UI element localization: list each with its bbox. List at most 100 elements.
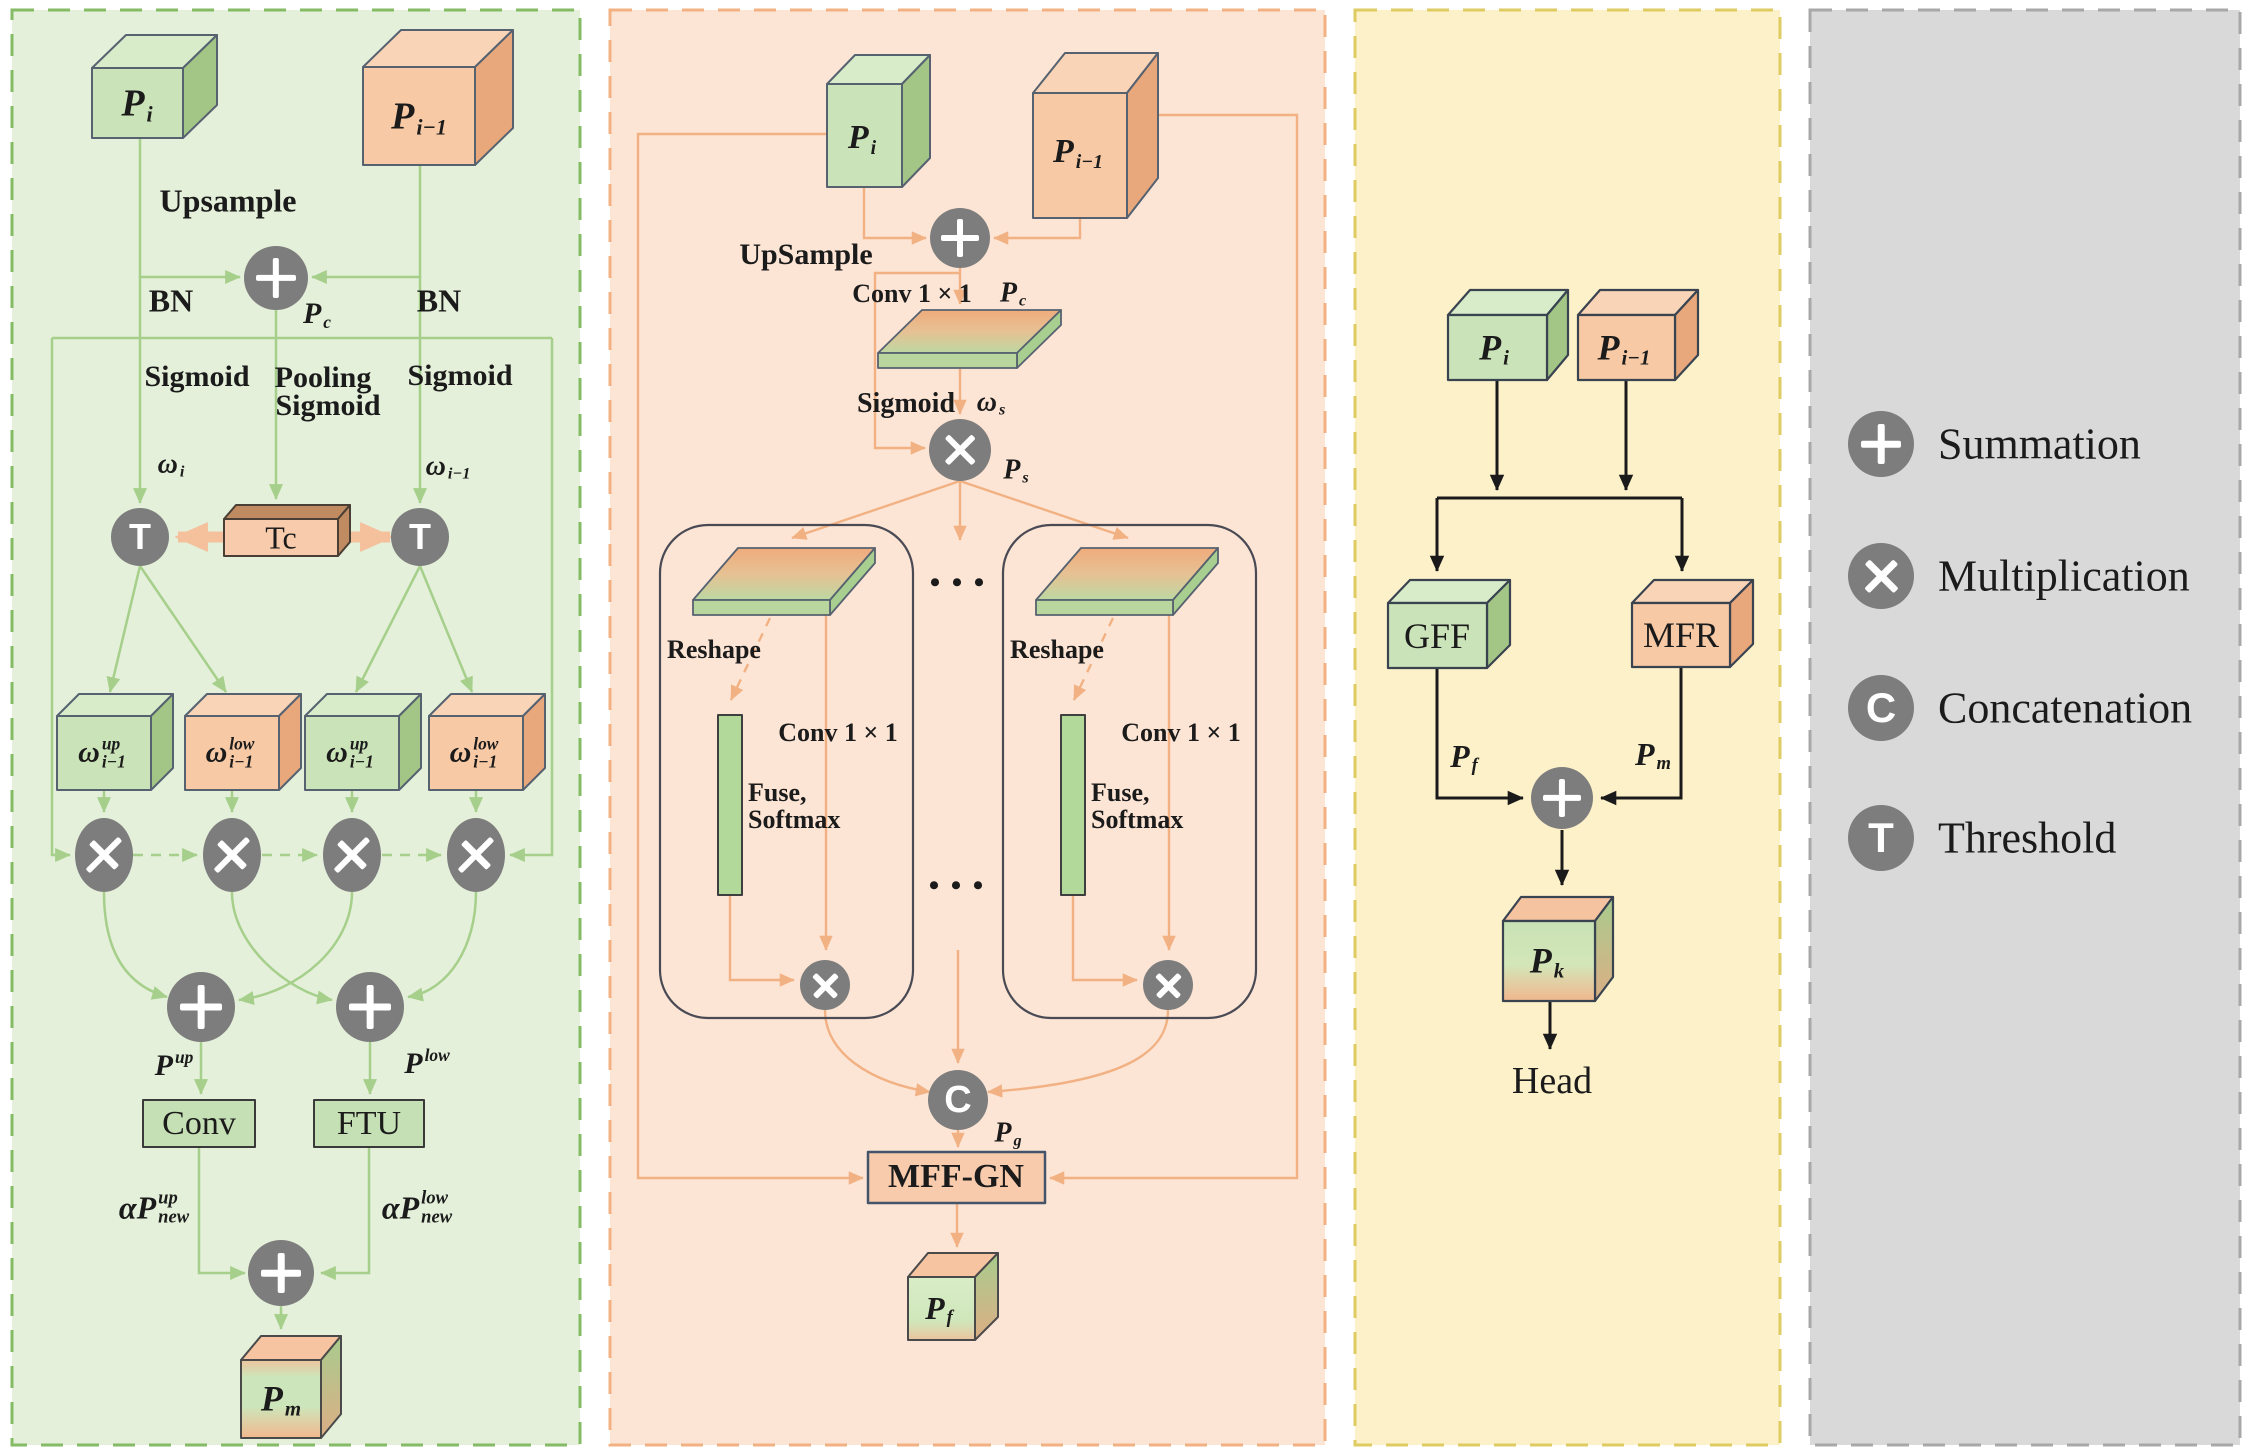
group2-slab bbox=[1035, 547, 1219, 616]
summation-icon bbox=[248, 1240, 314, 1306]
upsample-label-mfr: UpSample bbox=[739, 238, 873, 271]
threshold-icon: T bbox=[391, 508, 449, 566]
omega-low-cube-2 bbox=[428, 693, 546, 791]
gff-pi1-cube bbox=[362, 29, 514, 166]
group2-softmax-label: Softmax bbox=[1091, 805, 1184, 834]
gff-box bbox=[1386, 578, 1512, 670]
mfr-pi-cube bbox=[826, 54, 931, 188]
group1-conv1x1-label: Conv 1 × 1 bbox=[778, 718, 898, 747]
summation-icon bbox=[930, 208, 990, 268]
sigmoid-label-mfr: Sigmoid bbox=[856, 388, 956, 419]
summation-icon bbox=[1848, 411, 1914, 477]
attention-group-2 bbox=[1001, 523, 1258, 1020]
multiplication-icon bbox=[323, 818, 381, 892]
mfr-pi1-cube bbox=[1032, 52, 1159, 219]
summation-icon bbox=[1531, 767, 1593, 829]
concatenation-icon: C bbox=[1848, 675, 1914, 741]
sigmoid-left-label: Sigmoid bbox=[144, 360, 250, 393]
conv-box-label: Conv bbox=[162, 1105, 236, 1142]
sigmoid-right-label: Sigmoid bbox=[407, 359, 513, 392]
head-pi1-box bbox=[1576, 288, 1700, 382]
ftu-box bbox=[313, 1099, 425, 1148]
attention-group-1 bbox=[658, 523, 915, 1020]
mfr-lines bbox=[636, 113, 1299, 1248]
group2-fuse-label: Fuse, bbox=[1091, 778, 1150, 807]
mfr-box bbox=[1630, 578, 1755, 669]
group1-fuse-label: Fuse, bbox=[748, 778, 807, 807]
group1-softmax-label: Softmax bbox=[748, 805, 841, 834]
summation-icon bbox=[244, 246, 308, 310]
mfr-shapes bbox=[658, 52, 1258, 1341]
legend-multiplication-label: Multiplication bbox=[1938, 551, 2190, 601]
tc-bar bbox=[223, 504, 351, 557]
bn-left-label: BN bbox=[148, 282, 194, 319]
mff-gn-box bbox=[866, 1150, 1047, 1205]
head-shapes bbox=[1386, 288, 1755, 1003]
pooling-sigmoid-label: Sigmoid bbox=[275, 389, 381, 422]
pooling-label: Pooling bbox=[274, 361, 372, 394]
summation-icon bbox=[336, 972, 404, 1042]
omega-up-cube-2 bbox=[304, 693, 422, 791]
threshold-icon: T bbox=[111, 508, 169, 566]
legend-summation-label: Summation bbox=[1938, 419, 2141, 469]
conv-box bbox=[142, 1099, 256, 1148]
tc-label: Tc bbox=[265, 519, 297, 556]
multiplication-icon bbox=[203, 818, 261, 892]
head-lines bbox=[1429, 380, 1690, 1050]
group2-conv1x1-label: Conv 1 × 1 bbox=[1121, 718, 1241, 747]
ftu-box-label: FTU bbox=[336, 1105, 402, 1142]
omega-low-cube-1 bbox=[184, 693, 302, 791]
gff-lines bbox=[50, 138, 554, 1330]
group1-vector-bar bbox=[717, 714, 743, 896]
threshold-icon: T bbox=[1848, 805, 1914, 871]
gff-box-label: GFF bbox=[1403, 616, 1471, 656]
omega-up-cube-1 bbox=[56, 693, 174, 791]
multiplication-icon bbox=[1848, 543, 1914, 609]
mfr-box-label: MFR bbox=[1642, 615, 1720, 655]
concatenation-icon: C bbox=[928, 1070, 988, 1130]
group1-reshape-label: Reshape bbox=[667, 635, 761, 664]
conv1x1-slab bbox=[877, 309, 1062, 369]
multiplication-icon bbox=[929, 419, 991, 481]
gff-shapes bbox=[56, 29, 546, 1439]
head-output-label: Head bbox=[1511, 1060, 1593, 1102]
multiplication-icon bbox=[75, 818, 133, 892]
group2-reshape-label: Reshape bbox=[1010, 635, 1104, 664]
pm-cube bbox=[240, 1335, 342, 1439]
pk-cube bbox=[1501, 895, 1615, 1003]
gff-pi-cube bbox=[91, 34, 218, 139]
head-panel bbox=[1353, 8, 1782, 1447]
conv1x1-top-label: Conv 1 × 1 bbox=[852, 279, 972, 308]
bn-right-label: BN bbox=[416, 282, 462, 319]
head-pi-box bbox=[1446, 288, 1570, 382]
group2-vector-bar bbox=[1060, 714, 1086, 896]
summation-icon bbox=[167, 972, 235, 1042]
upsample-label: Upsample bbox=[159, 182, 297, 219]
mff-gn-label: MFF-GN bbox=[888, 1158, 1024, 1195]
legend-concatenation-label: Concatenation bbox=[1938, 683, 2193, 733]
